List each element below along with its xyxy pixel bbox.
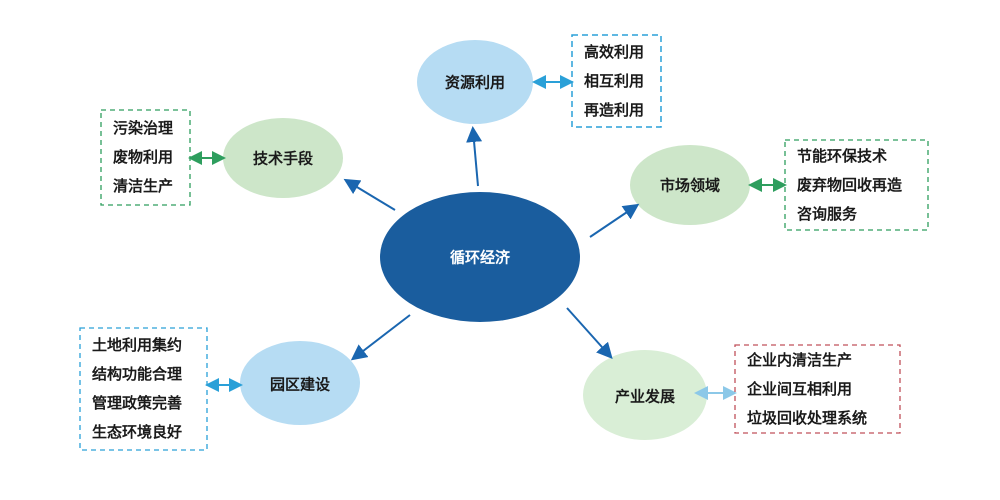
list-item: 生态环境良好 [92, 423, 183, 441]
list-item: 再造利用 [584, 100, 645, 119]
park-box: 土地利用集约 结构功能合理 管理政策完善 生态环境良好 [80, 328, 207, 450]
list-item: 结构功能合理 [92, 365, 183, 383]
list-item: 高效利用 [584, 42, 645, 61]
market-label: 市场领域 [659, 176, 721, 195]
arrow-to-park [350, 314, 411, 361]
list-item: 废物利用 [113, 148, 174, 166]
tech-box-border [100, 109, 191, 206]
tech-label: 技术手段 [252, 149, 314, 168]
list-item: 废弃物回收再造 [797, 175, 903, 194]
list-item: 咨询服务 [797, 204, 858, 223]
center-label: 循环经济 [449, 248, 511, 267]
resource-box-border [571, 34, 662, 128]
tech-node [223, 118, 343, 198]
arrow-to-industry [566, 307, 613, 359]
list-item: 垃圾回收处理系统 [747, 408, 868, 427]
industry-box: 企业内清洁生产 企业间互相利用 垃圾回收处理系统 [735, 345, 900, 433]
resource-node [417, 40, 533, 124]
arrow-to-market [589, 203, 640, 238]
list-item: 相互利用 [584, 71, 645, 90]
market-node [630, 145, 750, 225]
park-box-border [79, 327, 208, 451]
tech-box: 污染治理 废物利用 清洁生产 [101, 110, 190, 205]
list-item: 污染治理 [113, 119, 174, 137]
list-item: 清洁生产 [113, 177, 174, 195]
resource-box: 高效利用 相互利用 再造利用 [572, 35, 661, 127]
center-node [380, 192, 580, 322]
arrow-to-resource [466, 126, 483, 187]
park-label: 园区建设 [269, 375, 331, 394]
list-item: 企业内清洁生产 [747, 350, 853, 369]
industry-node [583, 350, 707, 440]
list-item: 企业间互相利用 [747, 379, 853, 398]
list-item: 节能环保技术 [797, 146, 888, 165]
list-item: 土地利用集约 [92, 336, 183, 354]
park-node [240, 341, 360, 425]
arrow-to-tech [343, 178, 396, 211]
industry-label: 产业发展 [614, 387, 676, 406]
resource-label: 资源利用 [444, 73, 506, 92]
list-item: 管理政策完善 [92, 394, 183, 412]
market-box: 节能环保技术 废弃物回收再造 咨询服务 [785, 140, 928, 230]
industry-box-border [734, 344, 901, 434]
